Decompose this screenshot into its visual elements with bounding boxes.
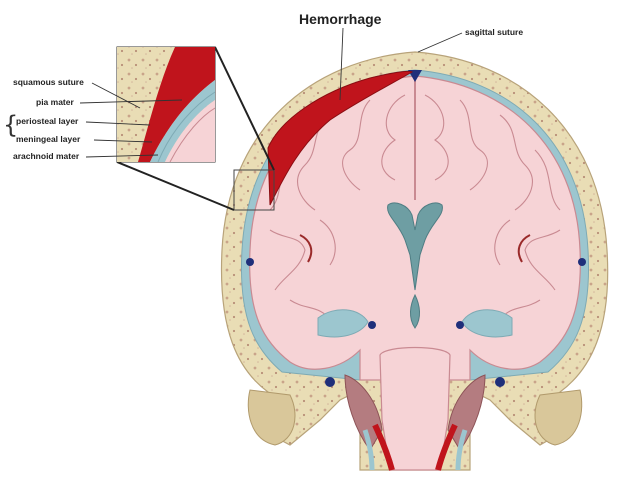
label-sagittal-suture: sagittal suture (465, 27, 524, 37)
lateral-sulcus-left (299, 234, 313, 263)
skull-base-right (534, 389, 583, 446)
zoom-connector-bottom (116, 161, 235, 211)
diagram-title: Hemorrhage (299, 11, 382, 27)
vessel-dots (246, 70, 586, 387)
third-ventricle (410, 293, 420, 329)
skull-base-left (247, 389, 296, 446)
label-meningeal-layer: meningeal layer (16, 134, 81, 144)
label-squamous-suture: squamous suture (13, 77, 84, 87)
label-pia-mater: pia mater (36, 97, 74, 107)
carotid-artery-left (372, 423, 395, 471)
label-arachnoid-mater: arachnoid mater (13, 151, 80, 161)
zoom-inset (116, 46, 216, 163)
label-leader-lines (79, 27, 463, 158)
vein-left (362, 429, 375, 471)
zoom-connector-top (214, 46, 275, 171)
lateral-sulcus-right (517, 234, 531, 263)
lateral-ventricles (387, 202, 443, 291)
label-periosteal-layer: periosteal layer (16, 116, 79, 126)
zoom-source-box (233, 169, 275, 211)
vein-right (455, 429, 468, 471)
temporal-lobe-left (317, 309, 369, 338)
dura-mater-brace: { (3, 111, 19, 139)
brainstem (379, 346, 451, 471)
carotid-artery-right (435, 423, 458, 471)
